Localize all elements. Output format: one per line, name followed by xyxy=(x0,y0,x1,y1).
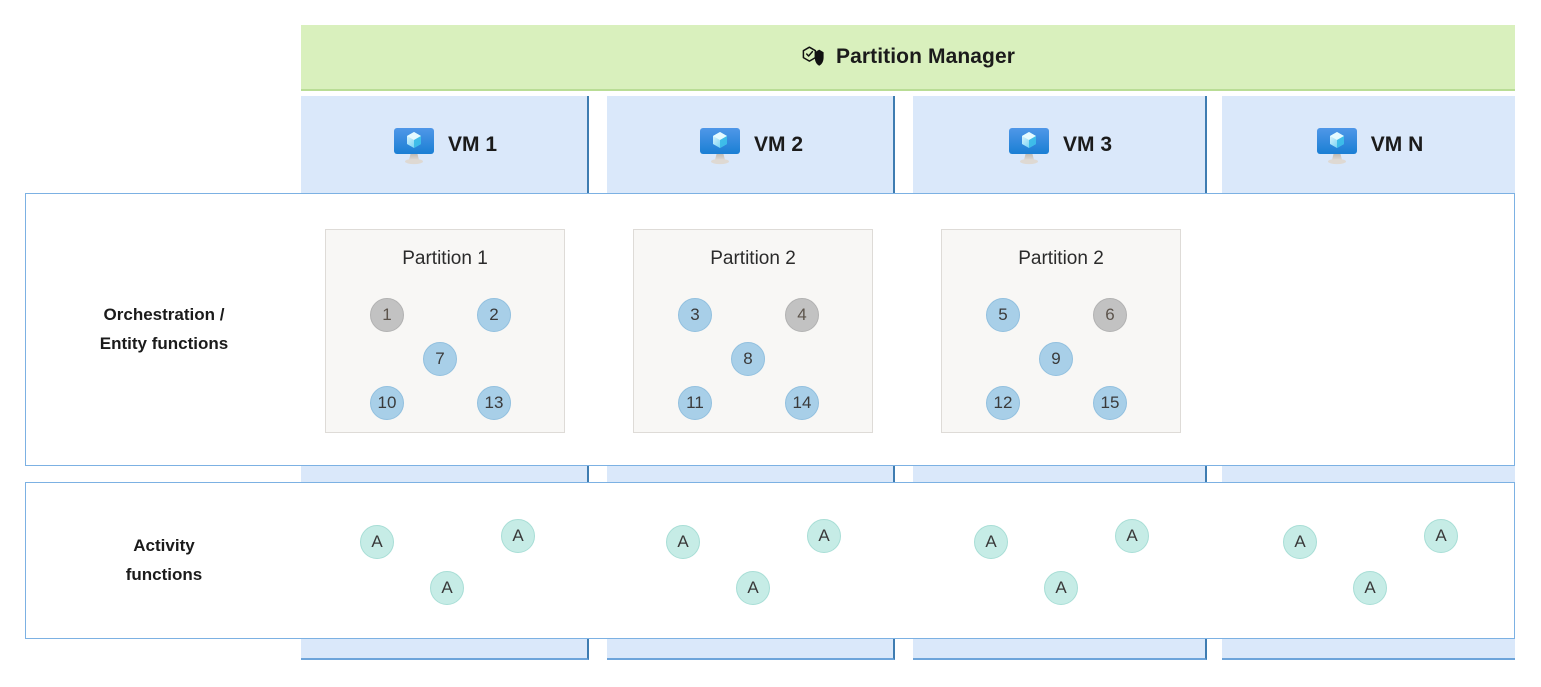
virtual-machine-icon xyxy=(391,122,437,168)
activity-label-line2: functions xyxy=(125,564,203,584)
activity-row: Activity functions A A A A A A A A A A A A xyxy=(25,482,1515,639)
function-node[interactable]: 5 xyxy=(986,298,1020,332)
activity-function-node[interactable]: A xyxy=(1115,519,1149,553)
function-node[interactable]: 15 xyxy=(1093,386,1127,420)
partition-title: Partition 2 xyxy=(1018,248,1104,269)
function-node[interactable]: 4 xyxy=(785,298,819,332)
partition-title: Partition 2 xyxy=(710,248,796,269)
activity-function-node[interactable]: A xyxy=(501,519,535,553)
activity-function-node[interactable]: A xyxy=(430,571,464,605)
partition-manager-icon xyxy=(801,44,827,70)
function-node[interactable]: 10 xyxy=(370,386,404,420)
activity-label-line1: Activity xyxy=(133,536,195,556)
vm-label: VM 3 xyxy=(1062,132,1112,156)
vm-header-2: VM 2 xyxy=(607,96,893,193)
function-node[interactable]: 9 xyxy=(1039,342,1073,376)
activity-function-node[interactable]: A xyxy=(1283,525,1317,559)
activity-function-node[interactable]: A xyxy=(807,519,841,553)
virtual-machine-icon xyxy=(697,122,743,168)
partition-title: Partition 1 xyxy=(402,248,488,269)
function-node[interactable]: 14 xyxy=(785,386,819,420)
function-node[interactable]: 8 xyxy=(731,342,765,376)
function-node[interactable]: 11 xyxy=(678,386,712,420)
function-node[interactable]: 12 xyxy=(986,386,1020,420)
orchestration-label-line2: Entity functions xyxy=(99,333,229,353)
vm-label: VM 2 xyxy=(753,132,803,156)
activity-function-node[interactable]: A xyxy=(1353,571,1387,605)
function-node[interactable]: 13 xyxy=(477,386,511,420)
vm-label: VM 1 xyxy=(447,132,497,156)
vm-header-3: VM 3 xyxy=(913,96,1205,193)
virtual-machine-icon xyxy=(1314,122,1360,168)
function-node[interactable]: 3 xyxy=(678,298,712,332)
activity-function-node[interactable]: A xyxy=(736,571,770,605)
vm-header-4: VM N xyxy=(1222,96,1515,193)
activity-row-label: Activity functions xyxy=(26,483,302,638)
partition-manager-banner: Partition Manager xyxy=(301,25,1515,91)
function-node[interactable]: 2 xyxy=(477,298,511,332)
orchestration-row-label: Orchestration / Entity functions xyxy=(26,194,302,465)
activity-function-node[interactable]: A xyxy=(1044,571,1078,605)
activity-function-node[interactable]: A xyxy=(666,525,700,559)
orchestration-row: Orchestration / Entity functions Partiti… xyxy=(25,193,1515,466)
virtual-machine-icon xyxy=(1006,122,1052,168)
vm-label: VM N xyxy=(1370,132,1424,156)
activity-function-node[interactable]: A xyxy=(974,525,1008,559)
orchestration-label-line1: Orchestration / xyxy=(103,305,225,325)
partition-manager-title: Partition Manager xyxy=(835,45,1016,68)
function-node[interactable]: 1 xyxy=(370,298,404,332)
function-node[interactable]: 6 xyxy=(1093,298,1127,332)
activity-function-node[interactable]: A xyxy=(360,525,394,559)
function-node[interactable]: 7 xyxy=(423,342,457,376)
activity-function-node[interactable]: A xyxy=(1424,519,1458,553)
vm-header-1: VM 1 xyxy=(301,96,587,193)
